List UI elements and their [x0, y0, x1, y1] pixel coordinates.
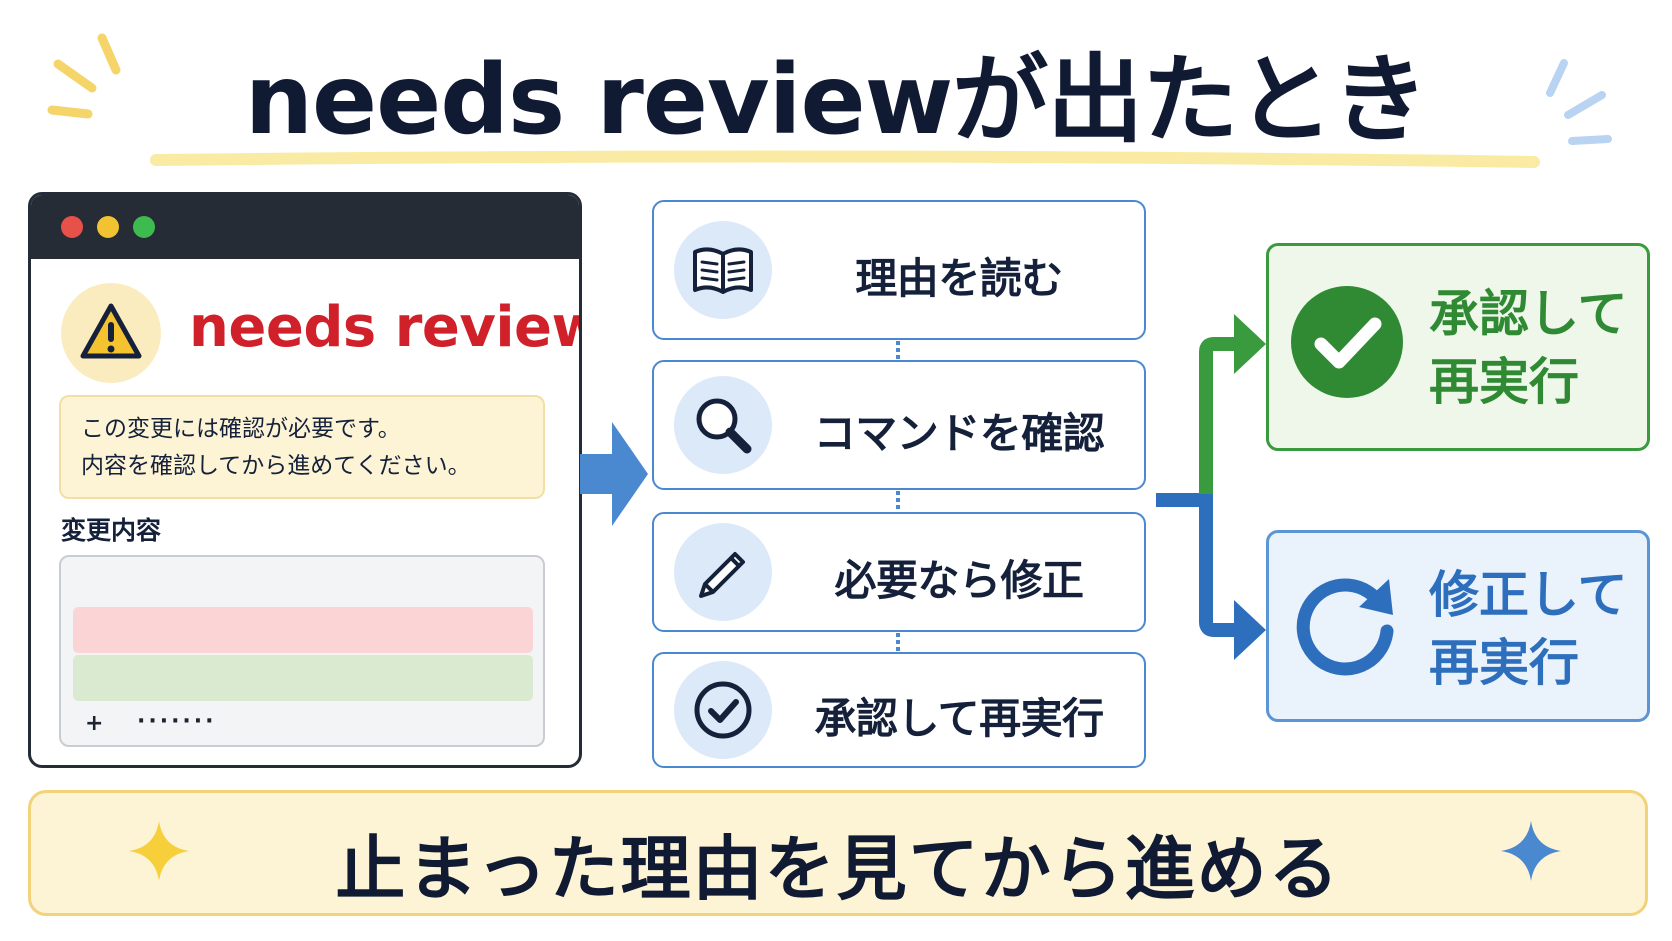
- branch-arrows: [1156, 314, 1266, 660]
- diff-context-line: ···: [73, 561, 533, 688]
- step-label: 理由を読む: [855, 254, 1063, 303]
- summary-banner: 止まった理由を見てから進める: [28, 790, 1648, 916]
- minimize-dot-icon: [97, 216, 119, 238]
- diff-context-line: ···: [73, 701, 533, 747]
- sparkle-lines-right-icon: [1546, 59, 1612, 145]
- notice-line: この変更には確認が必要です。: [81, 416, 401, 442]
- diff-text: ·······: [137, 709, 217, 734]
- outcome-line: 再実行: [1429, 634, 1579, 692]
- page-title: needs reviewが出たとき: [244, 44, 1429, 156]
- outcome-label: 承認して 再実行: [1429, 280, 1628, 416]
- diff-view: ··· − ······· + ······· ···: [59, 555, 545, 765]
- step-label: 必要なら修正: [834, 556, 1084, 605]
- changes-heading: 変更内容: [61, 516, 162, 545]
- diff-removed-line: − ·······: [73, 607, 533, 734]
- maximize-dot-icon: [133, 216, 155, 238]
- step-fix-if-needed: 必要なら修正: [652, 512, 1146, 632]
- outcome-line: 承認して: [1429, 285, 1628, 343]
- pencil-icon: [674, 523, 772, 621]
- banner-text: 止まった理由を見てから進める: [335, 828, 1341, 910]
- review-window: needs review この変更には確認が必要です。 内容を確認してから進めて…: [28, 192, 582, 768]
- refresh-icon: [1296, 578, 1394, 676]
- diff-added-line: + ·······: [73, 655, 533, 765]
- sparkle-icon: [129, 821, 189, 881]
- outcome-approve-rerun: 承認して 再実行: [1266, 243, 1650, 451]
- window-titlebar: [31, 195, 579, 259]
- outcome-label: 修正して 再実行: [1429, 561, 1628, 697]
- title-underline: [150, 150, 1540, 168]
- check-circle-icon: [674, 661, 772, 759]
- outcome-line: 再実行: [1429, 353, 1579, 411]
- sparkle-icon: [1501, 821, 1561, 881]
- diff-sign: +: [85, 711, 104, 736]
- diff-text: ·······: [137, 747, 217, 765]
- sparkle-lines-left-icon: [47, 33, 121, 119]
- notice-line: 内容を確認してから進めてください。: [81, 453, 471, 479]
- close-dot-icon: [61, 216, 83, 238]
- step-connector: [896, 633, 900, 651]
- warning-icon: [61, 283, 161, 383]
- step-check-command: コマンドを確認: [652, 360, 1146, 490]
- step-read-reason: 理由を読む: [652, 200, 1146, 340]
- outcome-fix-rerun: 修正して 再実行: [1266, 530, 1650, 722]
- notice-message: この変更には確認が必要です。 内容を確認してから進めてください。: [59, 395, 545, 499]
- step-connector: [896, 341, 900, 359]
- check-circle-filled-icon: [1291, 286, 1403, 398]
- step-label: コマンドを確認: [813, 409, 1105, 458]
- magnifier-icon: [674, 376, 772, 474]
- arrow-right-icon: [580, 422, 648, 526]
- step-label: 承認して再実行: [814, 694, 1104, 743]
- book-icon: [674, 221, 772, 319]
- status-label: needs review: [189, 295, 582, 360]
- step-connector: [896, 491, 900, 511]
- step-approve-rerun: 承認して再実行: [652, 652, 1146, 768]
- outcome-line: 修正して: [1429, 566, 1628, 624]
